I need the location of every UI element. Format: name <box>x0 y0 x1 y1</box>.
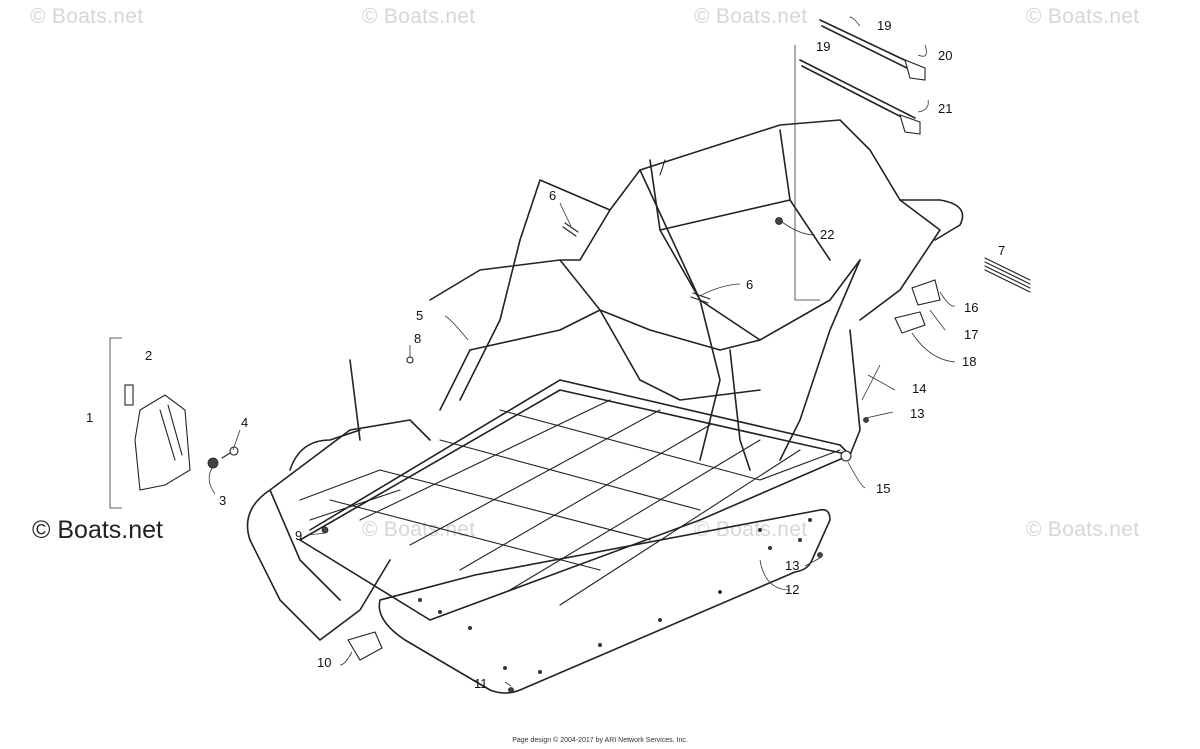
callout-20: 20 <box>938 48 952 63</box>
rear-crossbar-upper <box>819 19 926 81</box>
front-bracket-10 <box>347 631 383 661</box>
callout-9: 9 <box>295 528 302 543</box>
callout-8: 8 <box>414 331 421 346</box>
bolt-and-nut <box>207 446 239 469</box>
watermark-mid-3: © Boats.net <box>694 518 808 541</box>
body-panel-assembly <box>109 337 191 509</box>
callout-7: 7 <box>998 243 1005 258</box>
footer-copyright: Page design © 2004-2017 by ARI Network S… <box>512 737 688 744</box>
main-frame <box>246 119 964 641</box>
callout-1: 1 <box>86 410 93 425</box>
fastener-13a <box>863 417 869 423</box>
watermark-mid-2: © Boats.net <box>362 518 476 541</box>
callout-6a: 6 <box>549 188 556 203</box>
bushing-15 <box>840 450 852 462</box>
callout-12: 12 <box>785 582 799 597</box>
rear-crossbar-lower <box>799 59 921 135</box>
callout-4: 4 <box>241 415 248 430</box>
decal-6b <box>690 292 711 304</box>
skid-plate <box>378 508 831 694</box>
decal-6a <box>562 222 579 237</box>
fastener-9 <box>321 526 329 534</box>
callout-5: 5 <box>416 308 423 323</box>
watermark-main: © Boats.net <box>32 516 163 544</box>
leader-bracket-19 <box>794 45 820 301</box>
callout-3: 3 <box>219 493 226 508</box>
fastener-13b <box>817 552 823 558</box>
callout-14: 14 <box>912 381 926 396</box>
callout-13b: 13 <box>785 558 799 573</box>
skid-plate-holes <box>418 518 812 674</box>
watermark-top-3: © Boats.net <box>694 5 808 28</box>
callout-21: 21 <box>938 101 952 116</box>
callout-2: 2 <box>145 348 152 363</box>
callout-11: 11 <box>474 676 488 691</box>
callout-10: 10 <box>317 655 331 670</box>
watermark-top-2: © Boats.net <box>362 5 476 28</box>
callout-19a: 19 <box>877 18 891 33</box>
callout-6b: 6 <box>746 277 753 292</box>
mounting-plate-14 <box>894 311 926 334</box>
watermark-mid-4: © Boats.net <box>1026 518 1140 541</box>
callout-19b: 19 <box>816 39 830 54</box>
watermark-top-4: © Boats.net <box>1026 5 1140 28</box>
callout-17: 17 <box>964 327 978 342</box>
callout-22: 22 <box>820 227 834 242</box>
callout-15: 15 <box>876 481 890 496</box>
bracket-16-17 <box>911 279 941 306</box>
fastener-11 <box>508 687 514 693</box>
callout-16: 16 <box>964 300 978 315</box>
fastener-22 <box>775 217 783 225</box>
decal-7 <box>984 257 1031 293</box>
callout-18: 18 <box>962 354 976 369</box>
callout-13a: 13 <box>910 406 924 421</box>
callouts: 19 20 19 21 22 7 16 17 18 14 13 15 13 12… <box>86 18 1005 691</box>
leader-lines <box>208 16 956 687</box>
watermark-top-1: © Boats.net <box>30 5 144 28</box>
